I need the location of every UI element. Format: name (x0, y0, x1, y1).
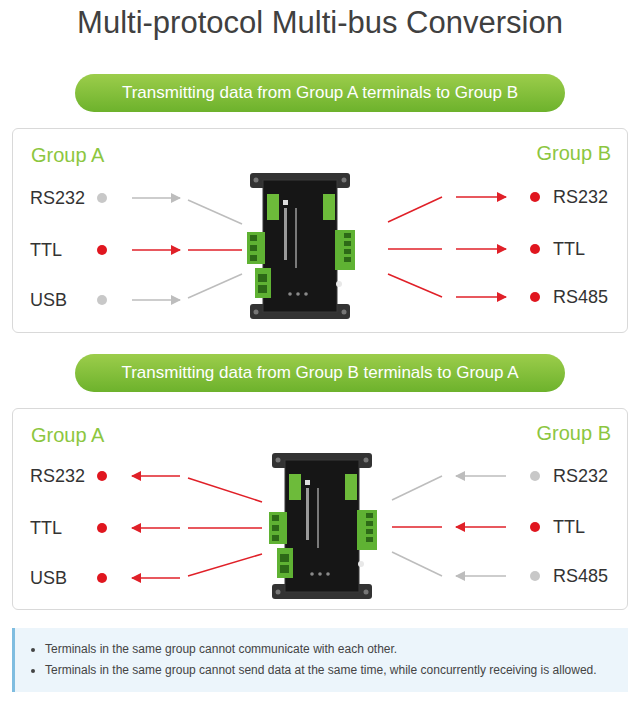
flow-line (392, 552, 442, 576)
group-panel: Group A Group B (12, 408, 628, 610)
banner-text: Transmitting data from Group B terminals… (121, 363, 518, 382)
terminal-dot (530, 192, 540, 202)
terminal-name: RS232 (553, 186, 608, 208)
flow-arrow (456, 248, 506, 250)
flow-arrow (132, 249, 180, 251)
flow-arrow (456, 475, 506, 477)
direction-banner: Transmitting data from Group B terminals… (75, 354, 565, 392)
terminal-dot (530, 571, 540, 581)
terminal-name: TTL (553, 238, 585, 260)
flow-line (188, 274, 242, 298)
flow-line (188, 249, 242, 251)
terminal-dot (530, 471, 540, 481)
note-box: Terminals in the same group cannot commu… (12, 628, 628, 692)
terminal-dot (97, 523, 107, 533)
terminal-dot (97, 471, 107, 481)
note-text: Terminals in the same group cannot commu… (45, 639, 618, 660)
banner-text: Transmitting data from Group A terminals… (122, 83, 518, 102)
flow-arrow (456, 526, 506, 528)
flow-line (392, 476, 442, 500)
group-heading: Group B (537, 141, 611, 165)
flow-arrow (132, 197, 180, 199)
flow-line (188, 554, 262, 576)
flow-line (388, 274, 442, 297)
terminal-name: TTL (30, 239, 62, 261)
converter-device (269, 453, 377, 599)
terminal-name: USB (30, 289, 67, 311)
flow-arrow (132, 577, 180, 579)
terminal-dot (530, 292, 540, 302)
flow-arrow (132, 527, 180, 529)
group-heading: Group A (31, 423, 104, 447)
flow-line (188, 527, 262, 529)
diagram-title: Multi-protocol Multi-bus Conversion (0, 4, 640, 42)
note-list: Terminals in the same group cannot commu… (15, 628, 628, 689)
terminal-name: RS232 (30, 465, 85, 487)
terminal-dot (97, 295, 107, 305)
terminal-dot (97, 193, 107, 203)
terminal-dot (97, 573, 107, 583)
terminal-dot (530, 522, 540, 532)
flow-line (188, 200, 242, 224)
flow-line (392, 526, 442, 528)
group-heading: Group A (31, 143, 104, 167)
converter-device (247, 173, 355, 319)
terminal-dot (530, 244, 540, 254)
terminal-name: RS485 (553, 286, 608, 308)
flow-line (388, 248, 442, 250)
flow-line (188, 478, 262, 502)
note-text: Terminals in the same group cannot send … (45, 660, 618, 681)
terminal-name: TTL (553, 516, 585, 538)
terminal-dot (97, 245, 107, 255)
flow-line (388, 197, 442, 222)
terminal-name: RS232 (30, 187, 85, 209)
terminal-name: USB (30, 567, 67, 589)
flow-arrow (132, 475, 180, 477)
flow-arrow (456, 296, 506, 298)
terminal-name: RS232 (553, 465, 608, 487)
group-panel: Group A Group B (12, 128, 628, 333)
flow-arrow (456, 575, 506, 577)
flow-arrow (456, 196, 506, 198)
direction-banner: Transmitting data from Group A terminals… (75, 74, 565, 112)
terminal-name: RS485 (553, 565, 608, 587)
group-heading: Group B (537, 421, 611, 445)
terminal-name: TTL (30, 517, 62, 539)
flow-arrow (132, 299, 180, 301)
